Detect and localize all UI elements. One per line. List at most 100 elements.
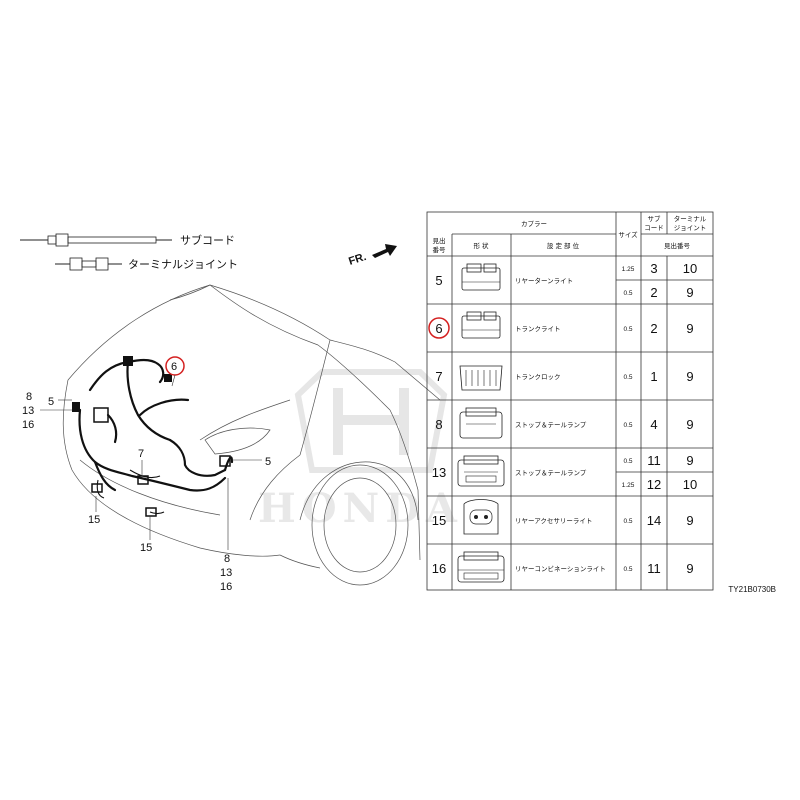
header-size: サイズ — [618, 230, 638, 239]
honda-watermark: HONDA — [258, 369, 463, 532]
front-direction-indicator: FR. — [347, 244, 397, 268]
connector-block — [123, 356, 133, 366]
table-row: 8 ストップ＆テールランプ 0.5 4 9 — [435, 407, 694, 439]
row-terminal-joint: 9 — [686, 417, 693, 432]
callout-8-left: 8 — [26, 391, 32, 403]
terminal-joint-label: ターミナルジョイント — [128, 258, 238, 271]
row-location: ストップ＆テールランプ — [515, 421, 587, 429]
row-number: 8 — [435, 417, 442, 432]
row-size: 0.5 — [623, 458, 632, 465]
connector-block — [91, 483, 103, 493]
row-location: トランクロック — [515, 373, 561, 381]
row-terminal-joint: 10 — [683, 261, 697, 276]
row-number: 16 — [432, 561, 446, 576]
header-index-number: 見出番号 — [664, 241, 691, 250]
coupler-shape-icon — [457, 455, 505, 487]
row-terminal-joint: 10 — [683, 477, 697, 492]
table-row: 15 リヤーアクセサリーライト 0.5 14 9 — [432, 499, 694, 535]
row-terminal-joint: 9 — [686, 561, 693, 576]
coupler-shape-icon — [461, 263, 501, 291]
coupler-table: カプラー 見出 番号 形 状 設 定 部 位 サイズ サブ コード ターミナル … — [426, 211, 714, 591]
callouts: 6 8 13 16 5 7 5 15 15 8 13 16 — [22, 356, 271, 593]
row-location: リヤーコンビネーションライト — [515, 564, 606, 573]
watermark-text: HONDA — [258, 485, 463, 532]
row-terminal-joint: 9 — [686, 453, 693, 468]
connector-block — [219, 455, 231, 467]
row-sub-code: 2 — [650, 285, 657, 300]
connector-block — [145, 507, 157, 517]
highlight-circle-row-6 — [428, 317, 450, 339]
callout-8-bottom: 8 — [224, 553, 230, 565]
row-sub-code: 4 — [650, 417, 657, 432]
fr-label: FR. — [347, 251, 368, 268]
row-number: 7 — [435, 369, 442, 384]
row-sub-code: 3 — [650, 261, 657, 276]
row-size: 0.5 — [623, 374, 632, 381]
row-size: 0.5 — [623, 566, 632, 573]
row-terminal-joint: 9 — [686, 513, 693, 528]
row-terminal-joint: 9 — [686, 285, 693, 300]
callout-15-a: 15 — [88, 514, 100, 526]
row-location: リヤーターンライト — [515, 276, 573, 285]
coupler-shape-icon — [461, 311, 501, 339]
front-arrow-icon — [372, 244, 397, 258]
callout-6: 6 — [171, 361, 177, 373]
coupler-shape-icon — [459, 365, 503, 391]
callout-16-bottom: 16 — [220, 581, 232, 593]
sub-cord-symbol — [20, 233, 172, 247]
callout-7: 7 — [138, 448, 144, 460]
header-coupler: カプラー — [521, 220, 547, 228]
diagram-code: TY21B0730B — [728, 585, 776, 594]
row-number: 13 — [432, 465, 446, 480]
row-location: リヤーアクセサリーライト — [515, 517, 592, 525]
header-location: 設 定 部 位 — [547, 241, 580, 250]
row-location: ストップ＆テールランプ — [515, 469, 587, 477]
row-terminal-joint: 9 — [686, 369, 693, 384]
connector-block — [93, 407, 109, 423]
row-sub-code: 14 — [647, 513, 661, 528]
header-index-line2: 番号 — [433, 246, 447, 254]
callout-5-left: 5 — [48, 396, 54, 408]
row-size: 1.25 — [622, 266, 635, 273]
row-sub-code: 11 — [647, 561, 661, 576]
row-size: 0.5 — [623, 518, 632, 525]
car-body-outline — [62, 284, 441, 586]
sub-cord-label: サブコード — [180, 233, 235, 247]
connector-block — [72, 402, 80, 412]
connector-block — [164, 374, 172, 382]
table-row: 6 トランクライト 0.5 2 9 — [428, 311, 694, 339]
callout-13-bottom: 13 — [220, 567, 232, 579]
wire-harness — [72, 356, 234, 517]
row-number: 15 — [432, 513, 446, 528]
row-size: 0.5 — [623, 326, 632, 333]
table-row: 5 リヤーターンライト 1.25 3 10 0.5 2 9 — [435, 261, 697, 300]
row-terminal-joint: 9 — [686, 321, 693, 336]
coupler-shape-icon — [457, 551, 505, 583]
legend: サブコード ターミナルジョイント — [20, 233, 238, 271]
header-term-line2: ジョイント — [674, 224, 707, 232]
connector-block — [137, 475, 149, 485]
header-sub-line1: サブ — [648, 214, 662, 223]
header-shape: 形 状 — [473, 241, 489, 250]
header-sub-line2: コード — [644, 224, 664, 232]
row-sub-code: 1 — [650, 369, 657, 384]
callout-13-left: 13 — [22, 405, 34, 417]
callout-15-b: 15 — [140, 542, 152, 554]
row-sub-code: 2 — [650, 321, 657, 336]
row-sub-code: 11 — [647, 453, 661, 468]
row-number: 6 — [435, 321, 442, 336]
row-size: 0.5 — [623, 290, 632, 297]
terminal-joint-symbol — [55, 257, 122, 271]
row-location: トランクライト — [515, 325, 561, 333]
header-term-line1: ターミナル — [674, 214, 707, 223]
coupler-shape-icon — [463, 499, 499, 535]
table-row: 13 ストップ＆テールランプ 0.5 11 9 1.25 12 10 — [432, 453, 697, 492]
coupler-shape-icon — [459, 407, 503, 439]
row-size: 0.5 — [623, 422, 632, 429]
row-sub-code: 12 — [647, 477, 661, 492]
row-number: 5 — [435, 273, 442, 288]
callout-5-right: 5 — [265, 456, 271, 468]
header-index-line1: 見出 — [433, 236, 446, 245]
table-row: 7 トランクロック 0.5 1 9 — [435, 365, 694, 391]
